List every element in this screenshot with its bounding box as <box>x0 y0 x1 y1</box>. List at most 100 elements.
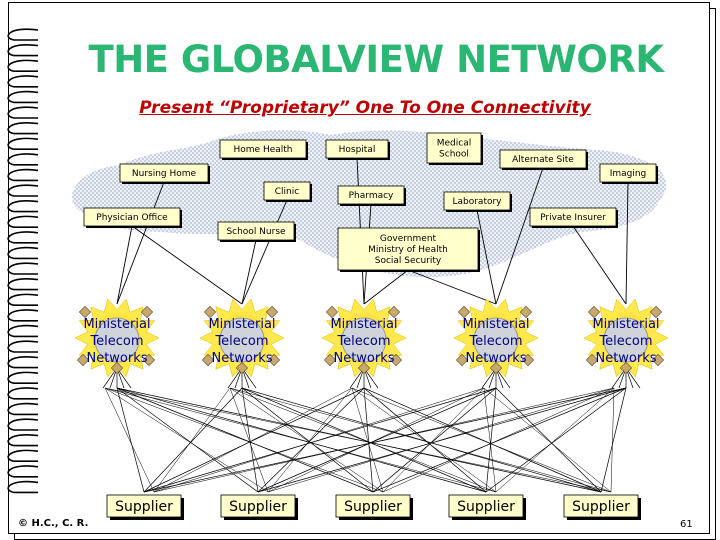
copyright: © H.C., C. R. <box>18 518 89 529</box>
network-label: Ministerial <box>330 317 397 332</box>
binding-ring <box>7 59 39 72</box>
supplier-label: Supplier <box>229 499 287 515</box>
network-supplier-link <box>483 387 497 493</box>
participant-box <box>219 139 307 159</box>
participant-box <box>599 163 657 183</box>
hub-connector-icon <box>519 305 533 319</box>
network-label: Ministerial <box>592 317 659 332</box>
hub-connector-icon <box>619 361 633 375</box>
hub-connector-icon <box>357 361 371 375</box>
participant-box <box>217 221 295 241</box>
hub-connector-icon <box>651 353 665 367</box>
hub-connector-icon <box>76 353 90 367</box>
participant-network-link <box>407 269 497 305</box>
supplier-label: Supplier <box>344 499 402 515</box>
participant-network-link <box>241 199 288 305</box>
participant-network-link <box>625 181 629 305</box>
supplier-box <box>563 494 639 518</box>
supplier-label: Supplier <box>572 499 630 515</box>
hub-connector-icon <box>78 305 92 319</box>
binding-ring <box>7 44 39 57</box>
network-supplier-link <box>495 387 602 493</box>
binding-ring <box>7 278 39 291</box>
participant-hospital: Hospital <box>325 139 390 160</box>
hub-connector-icon <box>235 361 249 375</box>
hub-connector-icon <box>265 305 279 319</box>
participant-label: Private Insurer <box>540 213 606 223</box>
network-supplier-link <box>363 387 374 493</box>
network-supplier-link <box>229 387 384 493</box>
binding-ring <box>7 371 39 384</box>
network-supplier-mesh <box>102 367 641 493</box>
network-label: Ministerial <box>83 317 150 332</box>
network-supplier-link <box>153 387 485 493</box>
participant-network-link <box>116 181 165 305</box>
participant-label: Nursing Home <box>132 169 197 179</box>
participant-label: Hospital <box>339 145 376 155</box>
network-supplier-link <box>257 387 365 493</box>
participant-box <box>337 185 405 205</box>
network-supplier-link <box>382 387 485 493</box>
network-supplier-link <box>143 387 497 493</box>
network-supplier-link <box>257 387 627 493</box>
binding-ring <box>7 168 39 182</box>
participant-alternate-site: Alternate Site <box>499 149 588 170</box>
hub-connector-icon <box>325 305 339 319</box>
binding-ring <box>7 215 39 228</box>
network-supplier-link <box>104 387 269 493</box>
hub-connector-icon <box>457 305 471 319</box>
network-label: Telecom <box>468 334 522 349</box>
network-supplier-link <box>143 387 365 493</box>
hub-connector-icon <box>267 353 281 367</box>
participant-box <box>499 149 587 169</box>
participant-label: Government <box>380 234 437 244</box>
binding-ring <box>7 387 39 400</box>
network-label: Telecom <box>336 334 390 349</box>
participant-label: Pharmacy <box>349 191 394 201</box>
binding-ring <box>7 402 39 416</box>
participant-box <box>263 181 311 201</box>
participant-label: Clinic <box>275 187 299 197</box>
binding-ring <box>7 434 39 447</box>
network-label: Networks <box>333 351 394 366</box>
participant-box <box>325 139 389 159</box>
binding-ring <box>7 480 39 494</box>
binding-ring <box>7 231 39 244</box>
network-supplier-link <box>610 387 615 493</box>
binding-ring <box>7 106 39 119</box>
participant-nursing-home: Nursing Home <box>119 163 210 184</box>
participant-network-link <box>572 225 627 305</box>
network-supplier-link <box>104 387 612 493</box>
participant-label: Physician Office <box>96 213 168 223</box>
participant-box <box>443 191 511 211</box>
network-supplier-link <box>153 387 231 493</box>
supplier-3: Supplier <box>335 494 413 520</box>
hub-connector-icon <box>649 305 663 319</box>
hub-connector-icon <box>140 305 154 319</box>
network-supplier-link <box>267 387 485 493</box>
binding-ring <box>7 90 39 104</box>
participant-network-link <box>363 269 409 305</box>
binding-ring <box>7 340 39 353</box>
ministerial-networks: MinisterialTelecomNetworksMinisterialTel… <box>74 298 669 378</box>
network-supplier-link <box>104 387 384 493</box>
network-supplier-link <box>143 387 243 493</box>
network-supplier-link <box>372 387 627 493</box>
binding-ring <box>7 246 39 260</box>
participant-laboratory: Laboratory <box>443 191 512 212</box>
network-supplier-link <box>485 387 627 493</box>
participant-school-nurse: School Nurse <box>217 221 296 242</box>
participant-box <box>337 227 479 271</box>
supplier-box <box>106 494 182 518</box>
supplier-label: Supplier <box>457 499 515 515</box>
participant-label: Laboratory <box>452 197 502 207</box>
participant-network-link <box>495 167 544 305</box>
hub-connector-icon <box>587 305 601 319</box>
network-supplier-link <box>229 387 269 493</box>
network-supplier-link <box>257 387 497 493</box>
binding-ring <box>7 449 39 462</box>
network-supplier-link <box>495 387 615 493</box>
